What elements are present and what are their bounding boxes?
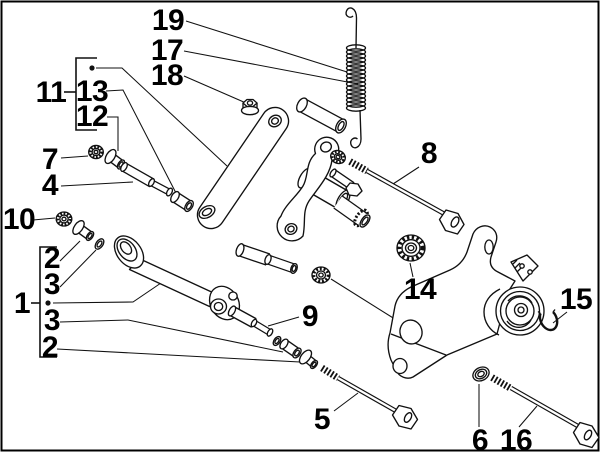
flange-hole <box>228 291 238 301</box>
small-stud <box>329 168 363 197</box>
callout-3a: 3 <box>44 268 60 301</box>
knurl-teeth <box>397 235 425 261</box>
eye-hole-top <box>319 141 333 153</box>
washer-6 <box>472 366 490 382</box>
plate-fold-line <box>390 333 447 356</box>
serrated-nut-top-eye <box>330 149 346 165</box>
pivot-pin-9 <box>227 305 274 337</box>
callout-5: 5 <box>314 403 330 436</box>
flanged-bushing-12 <box>104 148 126 170</box>
serrated-nut-7 <box>88 144 104 160</box>
assembly-axis-line <box>330 278 399 322</box>
callout-8: 8 <box>421 137 437 170</box>
callout-labels: 19 17 18 11 13 12 7 4 10 2 3 1 3 2 9 8 1… <box>3 4 593 452</box>
flange <box>72 219 85 236</box>
ring-washer <box>272 335 282 347</box>
callout-2b: 2 <box>42 331 58 364</box>
thread <box>320 365 340 381</box>
bushing-3b <box>279 338 302 359</box>
spiral-groove <box>507 295 533 304</box>
callout-3b: 3 <box>44 304 60 337</box>
link-plate-right <box>276 136 340 242</box>
bolt-8 <box>348 158 465 235</box>
spacer-tube-top <box>296 97 347 134</box>
callout-18: 18 <box>151 59 183 92</box>
thread <box>348 158 369 175</box>
callout-11: 11 <box>36 76 67 109</box>
spiral-groove <box>506 319 532 328</box>
callout-6: 6 <box>472 424 488 452</box>
bracket-11 <box>75 57 97 131</box>
eye-hole-bottom <box>284 222 298 236</box>
callout-9: 9 <box>302 300 318 333</box>
flange-nut-18 <box>240 98 260 116</box>
ring-3a <box>94 238 105 250</box>
stud-hex-end <box>345 182 363 197</box>
bracket-1 <box>39 246 57 358</box>
knurled-ring-14 <box>396 234 426 262</box>
callout-19: 19 <box>152 4 184 37</box>
flanged-bushing-2a <box>72 219 95 242</box>
bushing-13 <box>170 190 194 213</box>
callout-1: 1 <box>14 287 30 320</box>
arm-slot <box>484 239 494 255</box>
pivot-pin-4 <box>120 161 174 197</box>
drum-body <box>483 288 501 336</box>
bolt-5 <box>320 365 419 430</box>
hex-head <box>572 421 600 449</box>
callout-13: 13 <box>76 75 108 108</box>
snap-ring-15 <box>537 309 559 332</box>
link-plate-left <box>196 106 290 230</box>
bushing-knurled-end <box>333 195 371 228</box>
serrated-nut-10 <box>55 211 73 227</box>
callout-17: 17 <box>151 34 183 67</box>
bolt-16 <box>490 374 600 449</box>
callout-7: 7 <box>42 143 58 176</box>
callout-15: 15 <box>560 283 592 316</box>
callout-2a: 2 <box>44 242 60 275</box>
flanged-bushing-2b <box>298 349 319 370</box>
tab-bracket <box>510 254 539 282</box>
leader-lines <box>31 20 568 428</box>
serrated-ring-mount <box>311 266 331 284</box>
flange <box>104 148 117 165</box>
callout-16: 16 <box>500 424 532 452</box>
mount-bracket-plate <box>387 225 516 379</box>
assembly-dot-1 <box>45 300 51 306</box>
callout-14: 14 <box>404 273 437 306</box>
engine-mount-drum <box>483 286 545 336</box>
callout-12: 12 <box>76 100 108 133</box>
mount-bushing-cluster <box>235 243 298 275</box>
flange <box>298 349 313 365</box>
eye-hole <box>268 114 282 128</box>
assembly-dot-11 <box>89 65 95 71</box>
callout-10: 10 <box>3 203 35 236</box>
callout-4: 4 <box>42 169 59 202</box>
spring-lower-hook <box>350 109 362 149</box>
plate-hole-large <box>399 319 423 345</box>
tension-spring <box>345 7 367 149</box>
plate-hole-small <box>392 357 408 375</box>
